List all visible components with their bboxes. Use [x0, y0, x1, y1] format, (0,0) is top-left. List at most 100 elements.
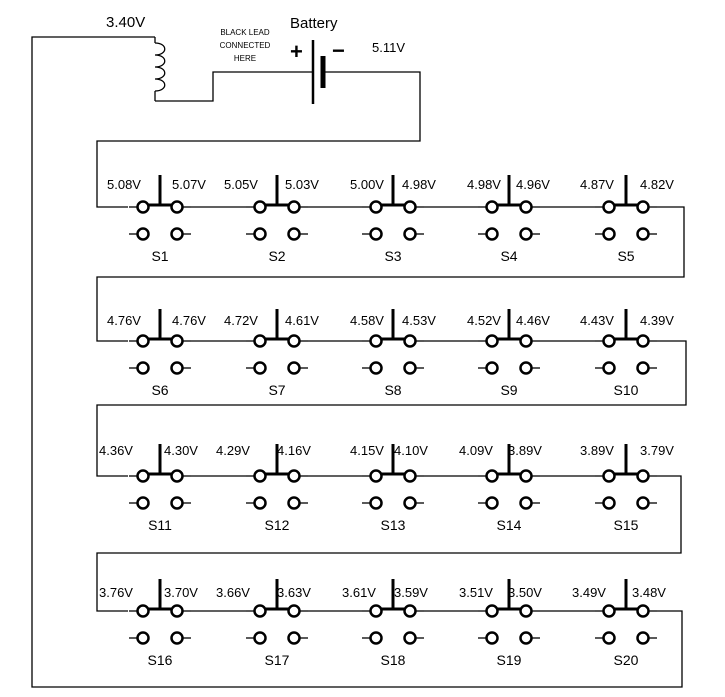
voltage-right: 4.10V [394, 443, 428, 458]
contact-terminal [519, 631, 533, 645]
contact-terminal [403, 200, 417, 214]
switch-s20: 3.49V 3.48V S20 [572, 579, 666, 668]
switch-label: S1 [151, 248, 168, 264]
voltage-left: 4.76V [107, 313, 141, 328]
voltage-right: 4.61V [285, 313, 319, 328]
voltage-left: 4.52V [467, 313, 501, 328]
voltage-left: 4.29V [216, 443, 250, 458]
switch-label: S6 [151, 382, 168, 398]
contact-terminal [170, 631, 184, 645]
contact-terminal [636, 200, 650, 214]
contact-terminal [485, 361, 499, 375]
contact-terminal [136, 631, 150, 645]
note-line-3: HERE [234, 54, 256, 63]
voltage-right: 3.63V [277, 585, 311, 600]
contact-terminal [519, 227, 533, 241]
switch-s7: 4.72V 4.61V S7 [224, 309, 362, 398]
contact-terminal [369, 604, 383, 618]
contact-terminal [636, 631, 650, 645]
voltage-right: 4.30V [164, 443, 198, 458]
contact-terminal [253, 631, 267, 645]
contact-terminal [602, 227, 616, 241]
contact-terminal [602, 361, 616, 375]
contact-terminal [519, 604, 533, 618]
battery-minus-sign: − [332, 38, 345, 63]
voltage-right: 3.89V [508, 443, 542, 458]
row2-to-row3-wire [96, 340, 687, 477]
contact-terminal [369, 469, 383, 483]
switch-label: S14 [497, 517, 522, 533]
switch-label: S20 [614, 652, 639, 668]
contact-terminal [602, 604, 616, 618]
voltage-left: 3.49V [572, 585, 606, 600]
switch-label: S9 [500, 382, 517, 398]
voltage-right: 4.96V [516, 177, 550, 192]
voltage-left: 4.09V [459, 443, 493, 458]
voltage-left: 4.36V [99, 443, 133, 458]
contact-terminal [485, 604, 499, 618]
battery-icon [287, 40, 352, 104]
contact-terminal [636, 334, 650, 348]
voltage-left: 5.00V [350, 177, 384, 192]
contact-terminal [602, 631, 616, 645]
switch-label: S12 [265, 517, 290, 533]
voltage-left: 4.43V [580, 313, 614, 328]
switch-label: S7 [268, 382, 285, 398]
contact-terminal [253, 361, 267, 375]
contact-terminal [170, 227, 184, 241]
contact-terminal [519, 200, 533, 214]
switch-label: S3 [384, 248, 401, 264]
voltage-left: 5.08V [107, 177, 141, 192]
switch-label: S13 [381, 517, 406, 533]
contact-terminal [253, 469, 267, 483]
coil-voltage: 3.40V [106, 14, 145, 31]
contact-terminal [602, 496, 616, 510]
voltage-left: 3.61V [342, 585, 376, 600]
contact-terminal [170, 604, 184, 618]
contact-terminal [253, 227, 267, 241]
contact-terminal [369, 361, 383, 375]
contact-terminal [636, 469, 650, 483]
contact-terminal [485, 200, 499, 214]
voltage-left: 5.05V [224, 177, 258, 192]
contact-terminal [170, 496, 184, 510]
contact-terminal [287, 469, 301, 483]
contact-terminal [287, 227, 301, 241]
switch-label: S4 [500, 248, 517, 264]
contact-terminal [485, 469, 499, 483]
contact-terminal [602, 334, 616, 348]
contact-terminal [287, 334, 301, 348]
voltage-right: 3.50V [508, 585, 542, 600]
contact-terminal [485, 496, 499, 510]
switch-label: S15 [614, 517, 639, 533]
contact-terminal [636, 496, 650, 510]
voltage-right: 3.70V [164, 585, 198, 600]
switch-label: S8 [384, 382, 401, 398]
contact-terminal [253, 200, 267, 214]
row3-to-row4-wire [96, 475, 682, 612]
voltage-right: 4.76V [172, 313, 206, 328]
voltage-right: 3.79V [640, 443, 674, 458]
contact-terminal [136, 361, 150, 375]
contact-terminal [136, 604, 150, 618]
voltage-left: 4.58V [350, 313, 384, 328]
battery-to-s1-wire [96, 71, 421, 208]
contact-terminal [519, 496, 533, 510]
voltage-right: 5.03V [285, 177, 319, 192]
coil-icon [154, 37, 166, 101]
switch-label: S11 [148, 517, 172, 533]
voltage-right: 4.46V [516, 313, 550, 328]
voltage-right: 3.48V [632, 585, 666, 600]
voltage-left: 4.72V [224, 313, 258, 328]
voltage-left: 3.51V [459, 585, 493, 600]
